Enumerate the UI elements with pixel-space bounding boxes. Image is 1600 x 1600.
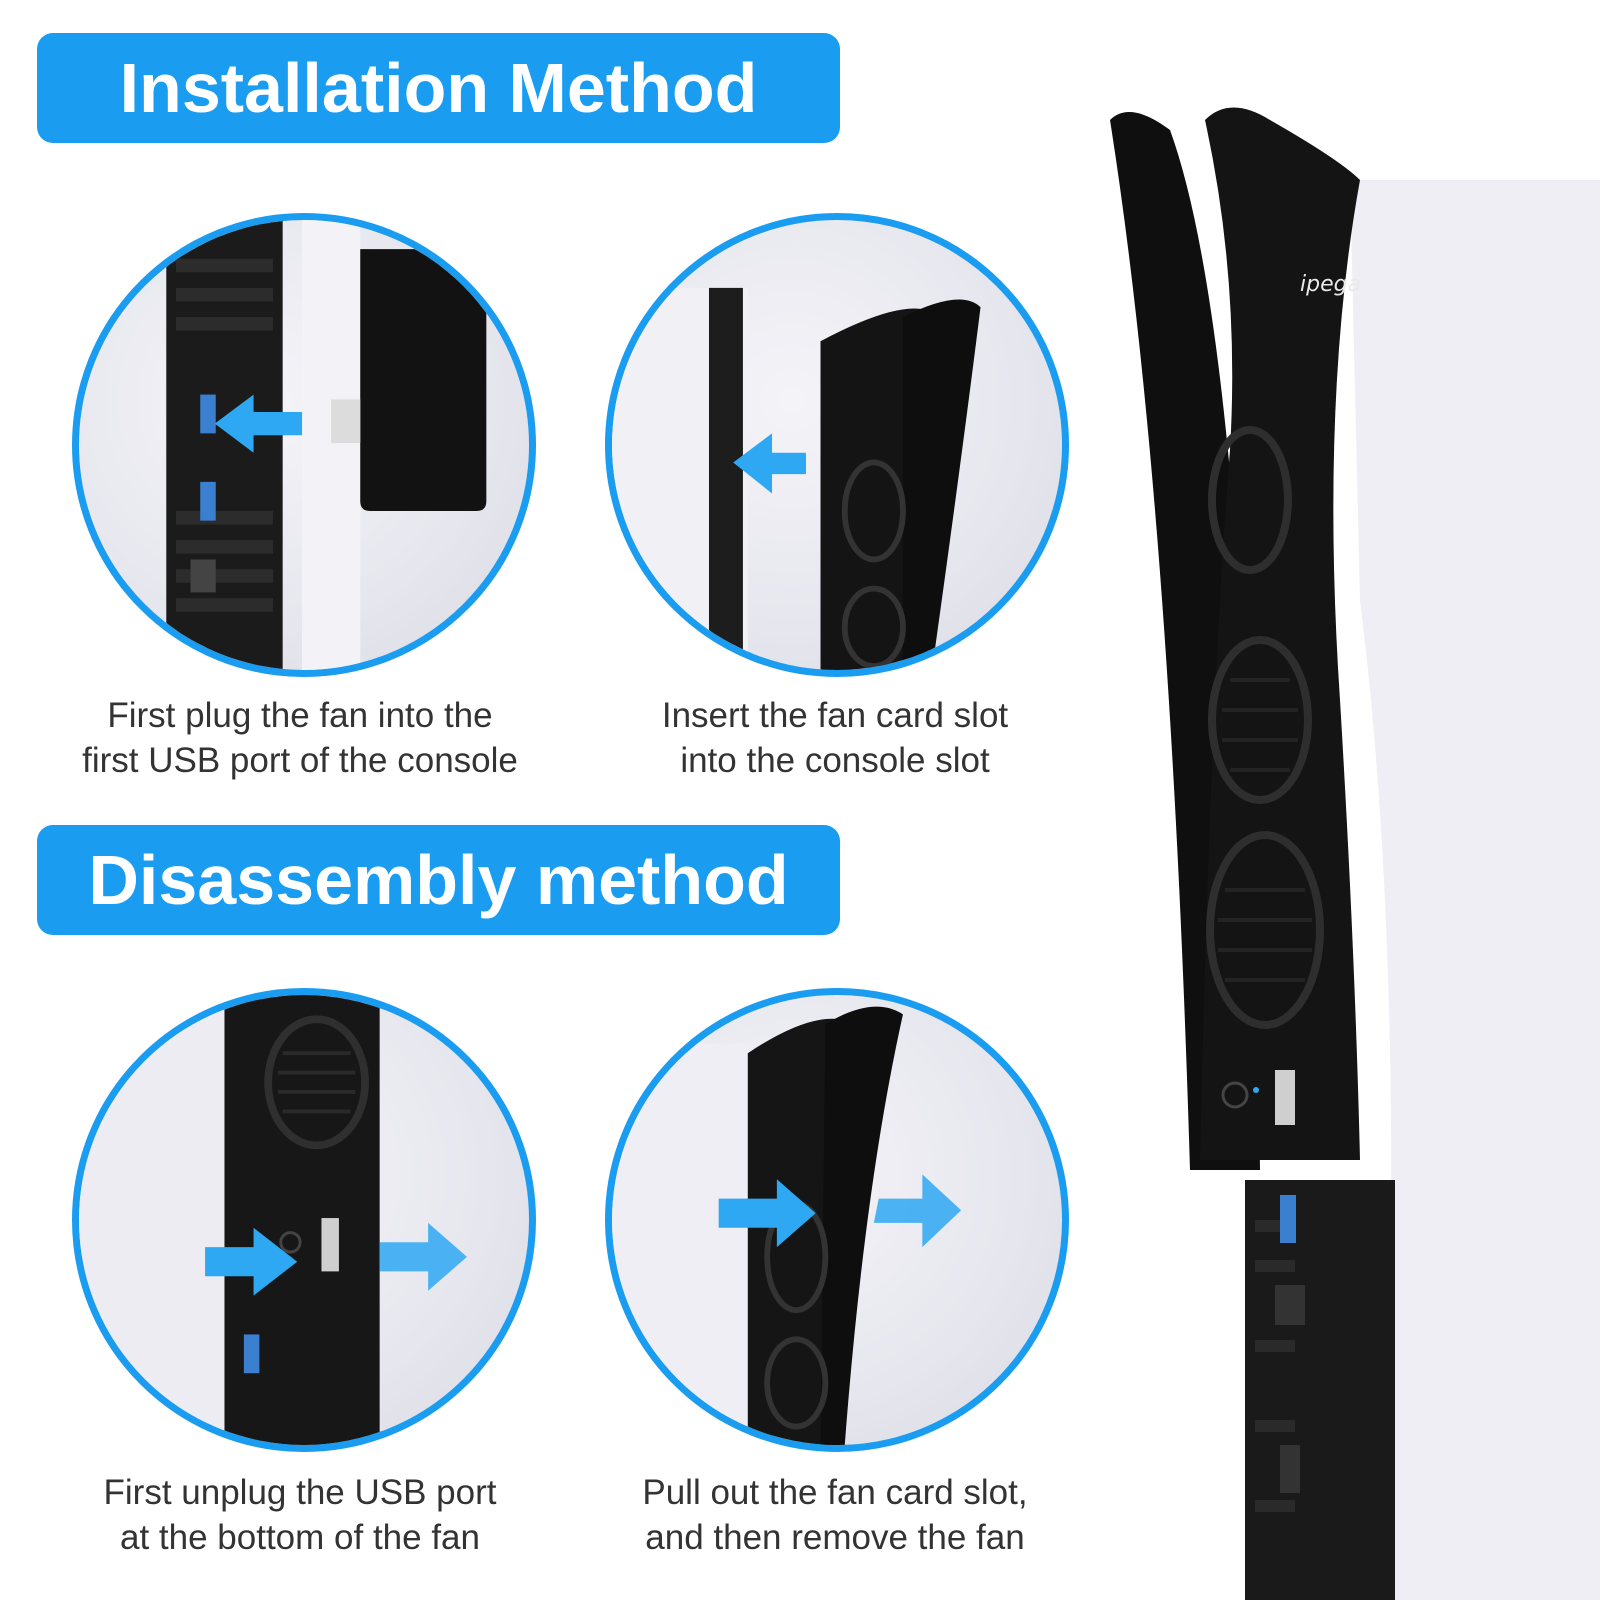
step-3-caption: First unplug the USB port at the bottom …: [40, 1470, 560, 1560]
product-image: [1110, 100, 1600, 1600]
step-4-illustration: [605, 988, 1069, 1452]
step-1-caption: First plug the fan into the first USB po…: [40, 693, 560, 783]
step-2-caption: Insert the fan card slot into the consol…: [575, 693, 1095, 783]
step-2-illustration: [605, 213, 1069, 677]
step-3-caption-line-1: First unplug the USB port: [103, 1473, 497, 1512]
step-1-caption-line-1: First plug the fan into the: [107, 696, 493, 735]
step-1-illustration: [72, 213, 536, 677]
installation-method-banner: Installation Method: [37, 33, 840, 143]
step-2-caption-line-2: into the console slot: [680, 741, 990, 780]
step-4-caption: Pull out the fan card slot, and then rem…: [575, 1470, 1095, 1560]
step-1-caption-line-2: first USB port of the console: [82, 741, 518, 780]
disassembly-method-banner: Disassembly method: [37, 825, 840, 935]
step-3-illustration: [72, 988, 536, 1452]
brand-logo: ipega: [1300, 272, 1362, 297]
step-3-caption-line-2: at the bottom of the fan: [120, 1518, 480, 1557]
step-2-caption-line-1: Insert the fan card slot: [661, 696, 1009, 735]
step-4-caption-line-2: and then remove the fan: [645, 1518, 1025, 1557]
step-4-caption-line-1: Pull out the fan card slot,: [642, 1473, 1028, 1512]
